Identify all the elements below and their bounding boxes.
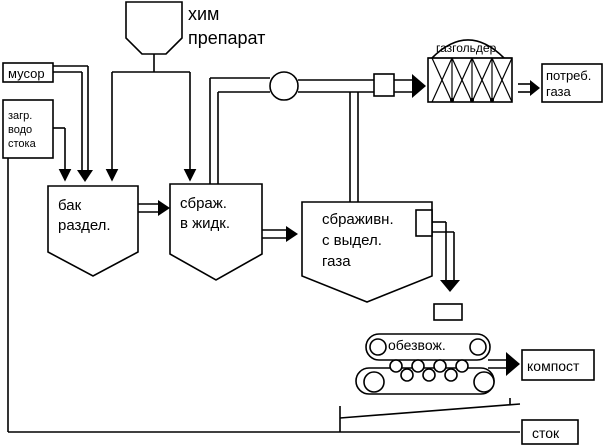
gas-consumer-label-line2: газа: [546, 84, 572, 99]
drain-lines: [7, 158, 521, 433]
arrow-gasholder-to-consumer: [518, 80, 540, 96]
sludge-line: [432, 221, 463, 321]
gas-pipe-main: [209, 71, 426, 202]
arrow-dewater-to-compost: [488, 352, 520, 376]
wastewater-box: [2, 99, 54, 159]
arrow-liquid-to-digester: [262, 226, 298, 242]
gasholder: [427, 39, 513, 103]
gas-consumer-box: [541, 63, 603, 103]
digester-label-line1: сбраживн.: [322, 211, 394, 228]
trash-feed-line: [53, 65, 93, 182]
separation-tank-label-line2: раздел.: [58, 217, 111, 234]
liquid-digestion-tank: [169, 183, 263, 281]
separation-tank: [47, 185, 139, 277]
drain-label: сток: [532, 425, 560, 441]
digester-label-line2: с выдел.: [322, 232, 382, 249]
compost-box: [521, 349, 595, 381]
liquid-digestion-label-line1: сбраж.: [180, 195, 227, 212]
compost-label: компост: [527, 358, 580, 374]
gas-consumer-label-line1: потреб.: [546, 68, 591, 83]
wastewater-label-line1: загр.: [8, 110, 32, 122]
dewatering-label: обезвож.: [388, 337, 446, 353]
gasholder-label: газгольдер: [436, 41, 497, 55]
liquid-digestion-label-line2: в жидк.: [180, 215, 230, 232]
arrow-separation-to-liquid: [138, 200, 170, 216]
wastewater-label-line3: стока: [8, 138, 37, 150]
wastewater-feed-line: [53, 127, 72, 182]
drain-box: [521, 419, 579, 445]
chemical-feed-lines: [105, 71, 197, 182]
digester-tank: [301, 201, 433, 303]
dewatering-press: [355, 333, 495, 395]
wastewater-label-line2: водо: [8, 124, 32, 136]
chemical-label-line1: хим: [188, 4, 219, 24]
separation-tank-label-line1: бак: [58, 197, 82, 214]
chemical-label-line2: препарат: [188, 28, 265, 48]
digester-label-line3: газа: [322, 253, 351, 270]
trash-label: мусор: [8, 66, 45, 81]
chemical-hopper: [125, 1, 183, 72]
